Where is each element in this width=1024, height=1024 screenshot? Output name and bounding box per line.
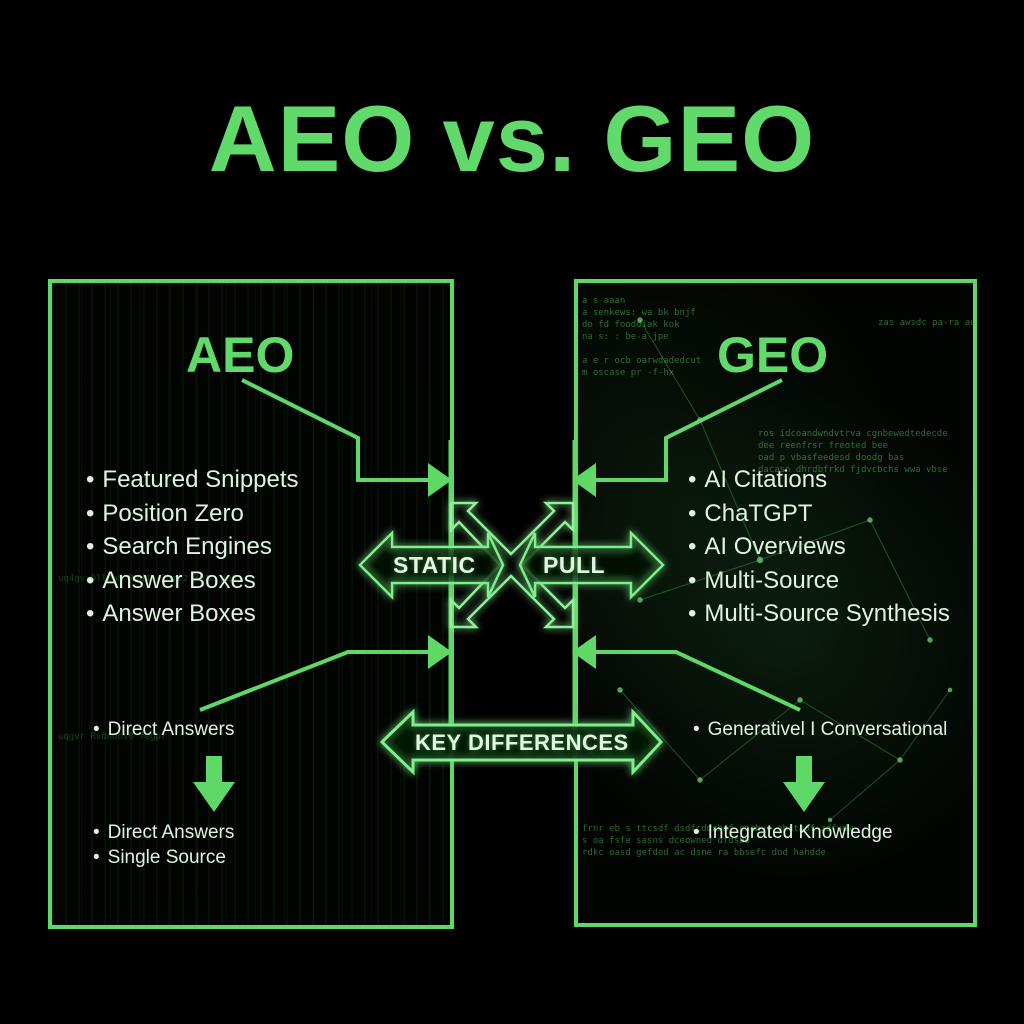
aeo-connector-arrow-icon: [241, 378, 428, 482]
diagram-title: AEO vs. GEO: [208, 86, 816, 191]
aeo-feature-item: Answer Boxes: [86, 564, 299, 598]
aeo-feature-item: Search Engines: [86, 530, 299, 564]
static-arrow-icon: [358, 529, 505, 601]
aeo-feature-item: Answer Boxes: [86, 597, 299, 631]
aeo-arrow-down-icon: [193, 756, 235, 812]
geo-flow-result-item: Integrated Knowledge: [693, 820, 893, 845]
geo-feature-item: AI Overviews: [688, 530, 950, 564]
aeo-flow-result-item: Direct Answers: [93, 820, 235, 845]
aeo-flow-top-item: Direct Answers: [93, 717, 235, 742]
geo-arrow-down-icon: [783, 756, 825, 812]
pull-arrow-icon: [518, 529, 665, 601]
geo-feature-item: ChaTGPT: [688, 497, 950, 531]
aeo-lower-connector-arrow-icon: [199, 650, 428, 712]
geo-flow-top: Generativel I Conversational: [693, 717, 948, 742]
aeo-flow-result-item: Single Source: [93, 845, 234, 870]
geo-feature-list: AI Citations ChaTGPT AI Overviews Multi-…: [688, 463, 950, 631]
aeo-flow-results: Direct Answers Single Source: [93, 820, 235, 870]
geo-feature-item: Multi-Source Synthesis: [688, 597, 949, 631]
data-text-texture: zas awsdc pa-ra aucs: [878, 318, 977, 328]
aeo-feature-list: Featured Snippets Position Zero Search E…: [86, 463, 299, 631]
aeo-heading: AEO: [186, 327, 295, 383]
crossed-arrows-icon: [449, 501, 575, 629]
geo-flow-results: Integrated Knowledge: [693, 820, 893, 845]
aeo-flow-top: Direct Answers: [93, 717, 235, 742]
geo-heading: GEO: [717, 327, 829, 383]
static-label: STATIC: [393, 552, 476, 578]
aeo-feature-item: Featured Snippets: [86, 463, 298, 497]
geo-flow-top-item: Generativel I Conversational: [693, 717, 948, 742]
pull-label: PULL: [543, 552, 606, 578]
aeo-feature-item: Position Zero: [86, 497, 299, 531]
geo-lower-connector-arrow-icon: [596, 650, 801, 712]
network-graph-icon: [617, 317, 953, 823]
geo-connector-arrow-icon: [596, 378, 783, 482]
key-differences-arrow-icon: [379, 708, 664, 776]
key-differences-label: KEY DIFFERENCES: [415, 730, 629, 755]
geo-feature-item: Multi-Source: [688, 564, 950, 598]
geo-feature-item: AI Citations: [688, 463, 950, 497]
